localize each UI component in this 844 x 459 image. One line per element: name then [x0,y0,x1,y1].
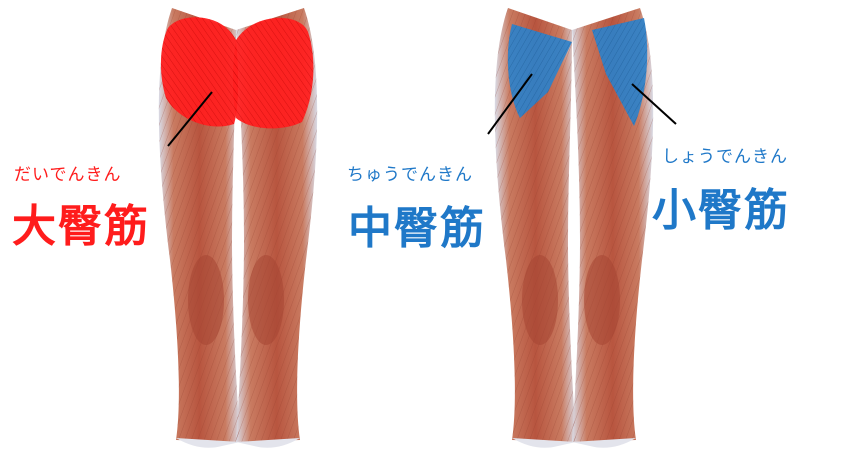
gluteus-minimus-reading: しょうでんきん [662,142,788,167]
gluteus-medius-reading: ちゅうでんきん [347,160,473,185]
gluteus-minimus-name: 小臀筋 [652,174,790,238]
left-legs [159,8,317,448]
gluteus-medius-name: 中臀筋 [348,192,486,256]
gluteus-maximus-name: 大臀筋 [12,190,150,254]
right-legs [488,8,676,448]
gluteus-maximus-reading: だいでんきん [14,160,122,185]
